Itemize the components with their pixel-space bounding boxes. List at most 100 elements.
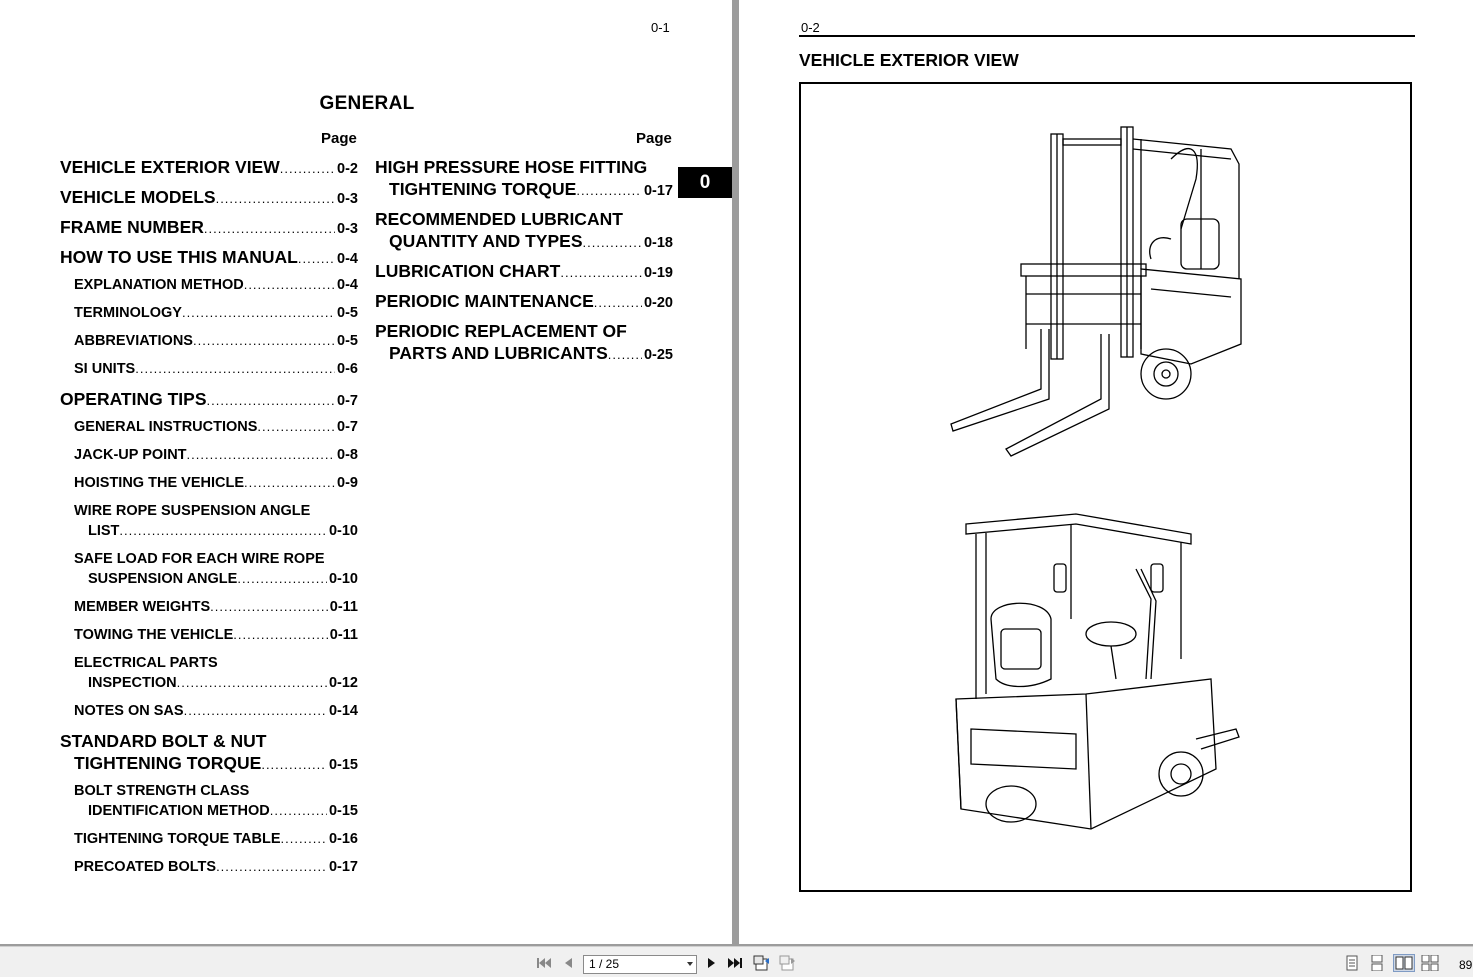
section-title: GENERAL — [319, 93, 415, 114]
toc-entry-page: 0-3 — [337, 221, 358, 237]
toc-entry[interactable]: GENERAL INSTRUCTIONS0-7 — [74, 419, 358, 435]
toc-entry-label: OPERATING TIPS — [60, 389, 207, 409]
toc-entry[interactable]: SI UNITS0-6 — [74, 361, 358, 377]
toc-entry[interactable]: LUBRICATION CHART0-19 — [375, 261, 673, 282]
continuous-icon[interactable] — [1368, 954, 1386, 972]
toc-entry[interactable]: PARTS AND LUBRICANTS0-25 — [389, 343, 673, 364]
toc-entry[interactable]: VEHICLE MODELS 0-3 — [60, 187, 358, 208]
toc-entry[interactable]: TIGHTENING TORQUE TABLE0-16 — [74, 831, 358, 847]
first-page-icon[interactable] — [535, 954, 553, 972]
next-view-icon[interactable] — [779, 954, 797, 972]
toc-entry[interactable]: HOISTING THE VEHICLE0-9 — [74, 475, 358, 491]
toc-entry-label: TIGHTENING TORQUE TABLE — [74, 831, 281, 847]
toc-entry-page: 0-4 — [337, 251, 358, 267]
toc-entry[interactable]: QUANTITY AND TYPES0-18 — [389, 231, 673, 252]
toc-entry-label: EXPLANATION METHOD — [74, 277, 244, 293]
toc-entry-title-line: SAFE LOAD FOR EACH WIRE ROPE — [74, 551, 325, 567]
toc-leader-dots — [270, 803, 327, 818]
toc-entry-label: VEHICLE EXTERIOR VIEW — [60, 157, 280, 177]
toc-leader-dots — [204, 221, 335, 236]
chevron-down-icon[interactable] — [687, 962, 693, 966]
toc-leader-dots — [177, 675, 327, 690]
toc-entry[interactable]: TERMINOLOGY0-5 — [74, 305, 358, 321]
toc-entry[interactable]: TIGHTENING TORQUE0-17 — [389, 179, 673, 200]
document-viewport[interactable]: 0-1 GENERAL Page Page VEHICLE EXTERIOR V… — [0, 0, 1473, 946]
toc-entry-page: 0-3 — [337, 191, 358, 207]
toc-entry[interactable]: SUSPENSION ANGLE0-10 — [88, 571, 358, 587]
previous-view-icon[interactable] — [753, 954, 771, 972]
toc-leader-dots — [298, 251, 335, 266]
facing-icon[interactable] — [1393, 954, 1415, 972]
toc-entry-label: MEMBER WEIGHTS — [74, 599, 211, 615]
forklift-rear-illustration — [955, 513, 1240, 830]
single-page-icon[interactable] — [1343, 954, 1361, 972]
toc-leader-dots — [576, 183, 642, 198]
toc-leader-dots — [119, 523, 327, 538]
vehicle-illustration-frame — [799, 82, 1412, 892]
toc-entry-page: 0-15 — [328, 757, 358, 773]
toc-entry-title-line: STANDARD BOLT & NUT — [60, 731, 267, 751]
toc-entry[interactable]: MEMBER WEIGHTS 0-11 — [74, 599, 358, 615]
toc-leader-dots — [583, 235, 642, 250]
toc-entry[interactable]: TIGHTENING TORQUE0-15 — [74, 753, 358, 774]
toc-entry-page: 0-11 — [329, 627, 358, 643]
last-page-icon[interactable] — [726, 954, 744, 972]
toc-entry-page: 0-25 — [643, 347, 673, 363]
toc-leader-dots — [210, 599, 328, 614]
page-number-value: 1 / 25 — [589, 957, 620, 971]
toc-entry-page: 0-5 — [337, 305, 358, 321]
viewer-toolbar: 1 / 25 89 — [0, 946, 1473, 977]
toc-page-header-right: Page — [636, 130, 672, 147]
toc-entry[interactable]: ABBREVIATIONS 0-5 — [74, 333, 358, 349]
toc-entry-label: LUBRICATION CHART — [375, 261, 561, 281]
toc-leader-dots — [216, 859, 327, 874]
toc-entry[interactable]: OPERATING TIPS0-7 — [60, 389, 358, 410]
toc-entry-page: 0-10 — [328, 523, 358, 539]
toc-entry-page: 0-12 — [328, 675, 358, 691]
toc-entry-page: 0-17 — [643, 183, 673, 199]
toc-entry-page: 0-5 — [337, 333, 358, 349]
toc-entry-page: 0-7 — [337, 419, 358, 435]
toc-entry-page: 0-11 — [329, 599, 358, 615]
toc-entry[interactable]: JACK-UP POINT0-8 — [74, 447, 358, 463]
toc-entry-label: JACK-UP POINT — [74, 447, 187, 463]
toc-entry[interactable]: INSPECTION0-12 — [88, 675, 358, 691]
left-page: 0-1 GENERAL Page Page VEHICLE EXTERIOR V… — [0, 0, 732, 944]
toc-entry[interactable]: FRAME NUMBER 0-3 — [60, 217, 358, 238]
toc-entry-page: 0-4 — [337, 277, 358, 293]
toc-leader-dots — [261, 757, 327, 772]
toc-entry[interactable]: VEHICLE EXTERIOR VIEW 0-2 — [60, 157, 358, 178]
toc-entry[interactable]: LIST 0-10 — [88, 523, 358, 539]
toc-entry[interactable]: PRECOATED BOLTS0-17 — [74, 859, 358, 875]
toc-entry-label: FRAME NUMBER — [60, 217, 204, 237]
toc-entry[interactable]: EXPLANATION METHOD 0-4 — [74, 277, 358, 293]
right-page-title: VEHICLE EXTERIOR VIEW — [799, 50, 1019, 70]
toc-entry-title-line: ELECTRICAL PARTS — [74, 655, 218, 671]
toc-entry-page: 0-2 — [337, 161, 358, 177]
right-page-number: 0-2 — [801, 20, 820, 35]
toc-leader-dots — [560, 265, 642, 280]
toc-entry[interactable]: NOTES ON SAS0-14 — [74, 703, 358, 719]
toc-leader-dots — [187, 447, 336, 462]
next-page-icon[interactable] — [703, 954, 721, 972]
toc-entry-label: ABBREVIATIONS — [74, 333, 193, 349]
toc-entry[interactable]: TOWING THE VEHICLE0-11 — [74, 627, 358, 643]
toc-entry-page: 0-10 — [328, 571, 358, 587]
toc-entry[interactable]: IDENTIFICATION METHOD0-15 — [88, 803, 358, 819]
toc-leader-dots — [244, 277, 335, 292]
page-number-input[interactable]: 1 / 25 — [583, 955, 697, 974]
toc-entry-label: SI UNITS — [74, 361, 136, 377]
toc-leader-dots — [244, 475, 335, 490]
toc-entry-label: NOTES ON SAS — [74, 703, 184, 719]
toc-entry-title-line: BOLT STRENGTH CLASS — [74, 783, 250, 799]
toc-entry-label: VEHICLE MODELS — [60, 187, 216, 207]
toc-entry[interactable]: PERIODIC MAINTENANCE0-20 — [375, 291, 673, 312]
toc-entry-label: LIST — [88, 523, 120, 539]
toc-leader-dots — [237, 571, 327, 586]
toc-entry[interactable]: HOW TO USE THIS MANUAL0-4 — [60, 247, 358, 268]
toc-entry-page: 0-15 — [328, 803, 358, 819]
zoom-level[interactable]: 89 — [1459, 958, 1473, 972]
continuous-facing-icon[interactable] — [1421, 954, 1439, 972]
forklift-front-illustration — [950, 126, 1242, 457]
previous-page-icon[interactable] — [559, 954, 577, 972]
